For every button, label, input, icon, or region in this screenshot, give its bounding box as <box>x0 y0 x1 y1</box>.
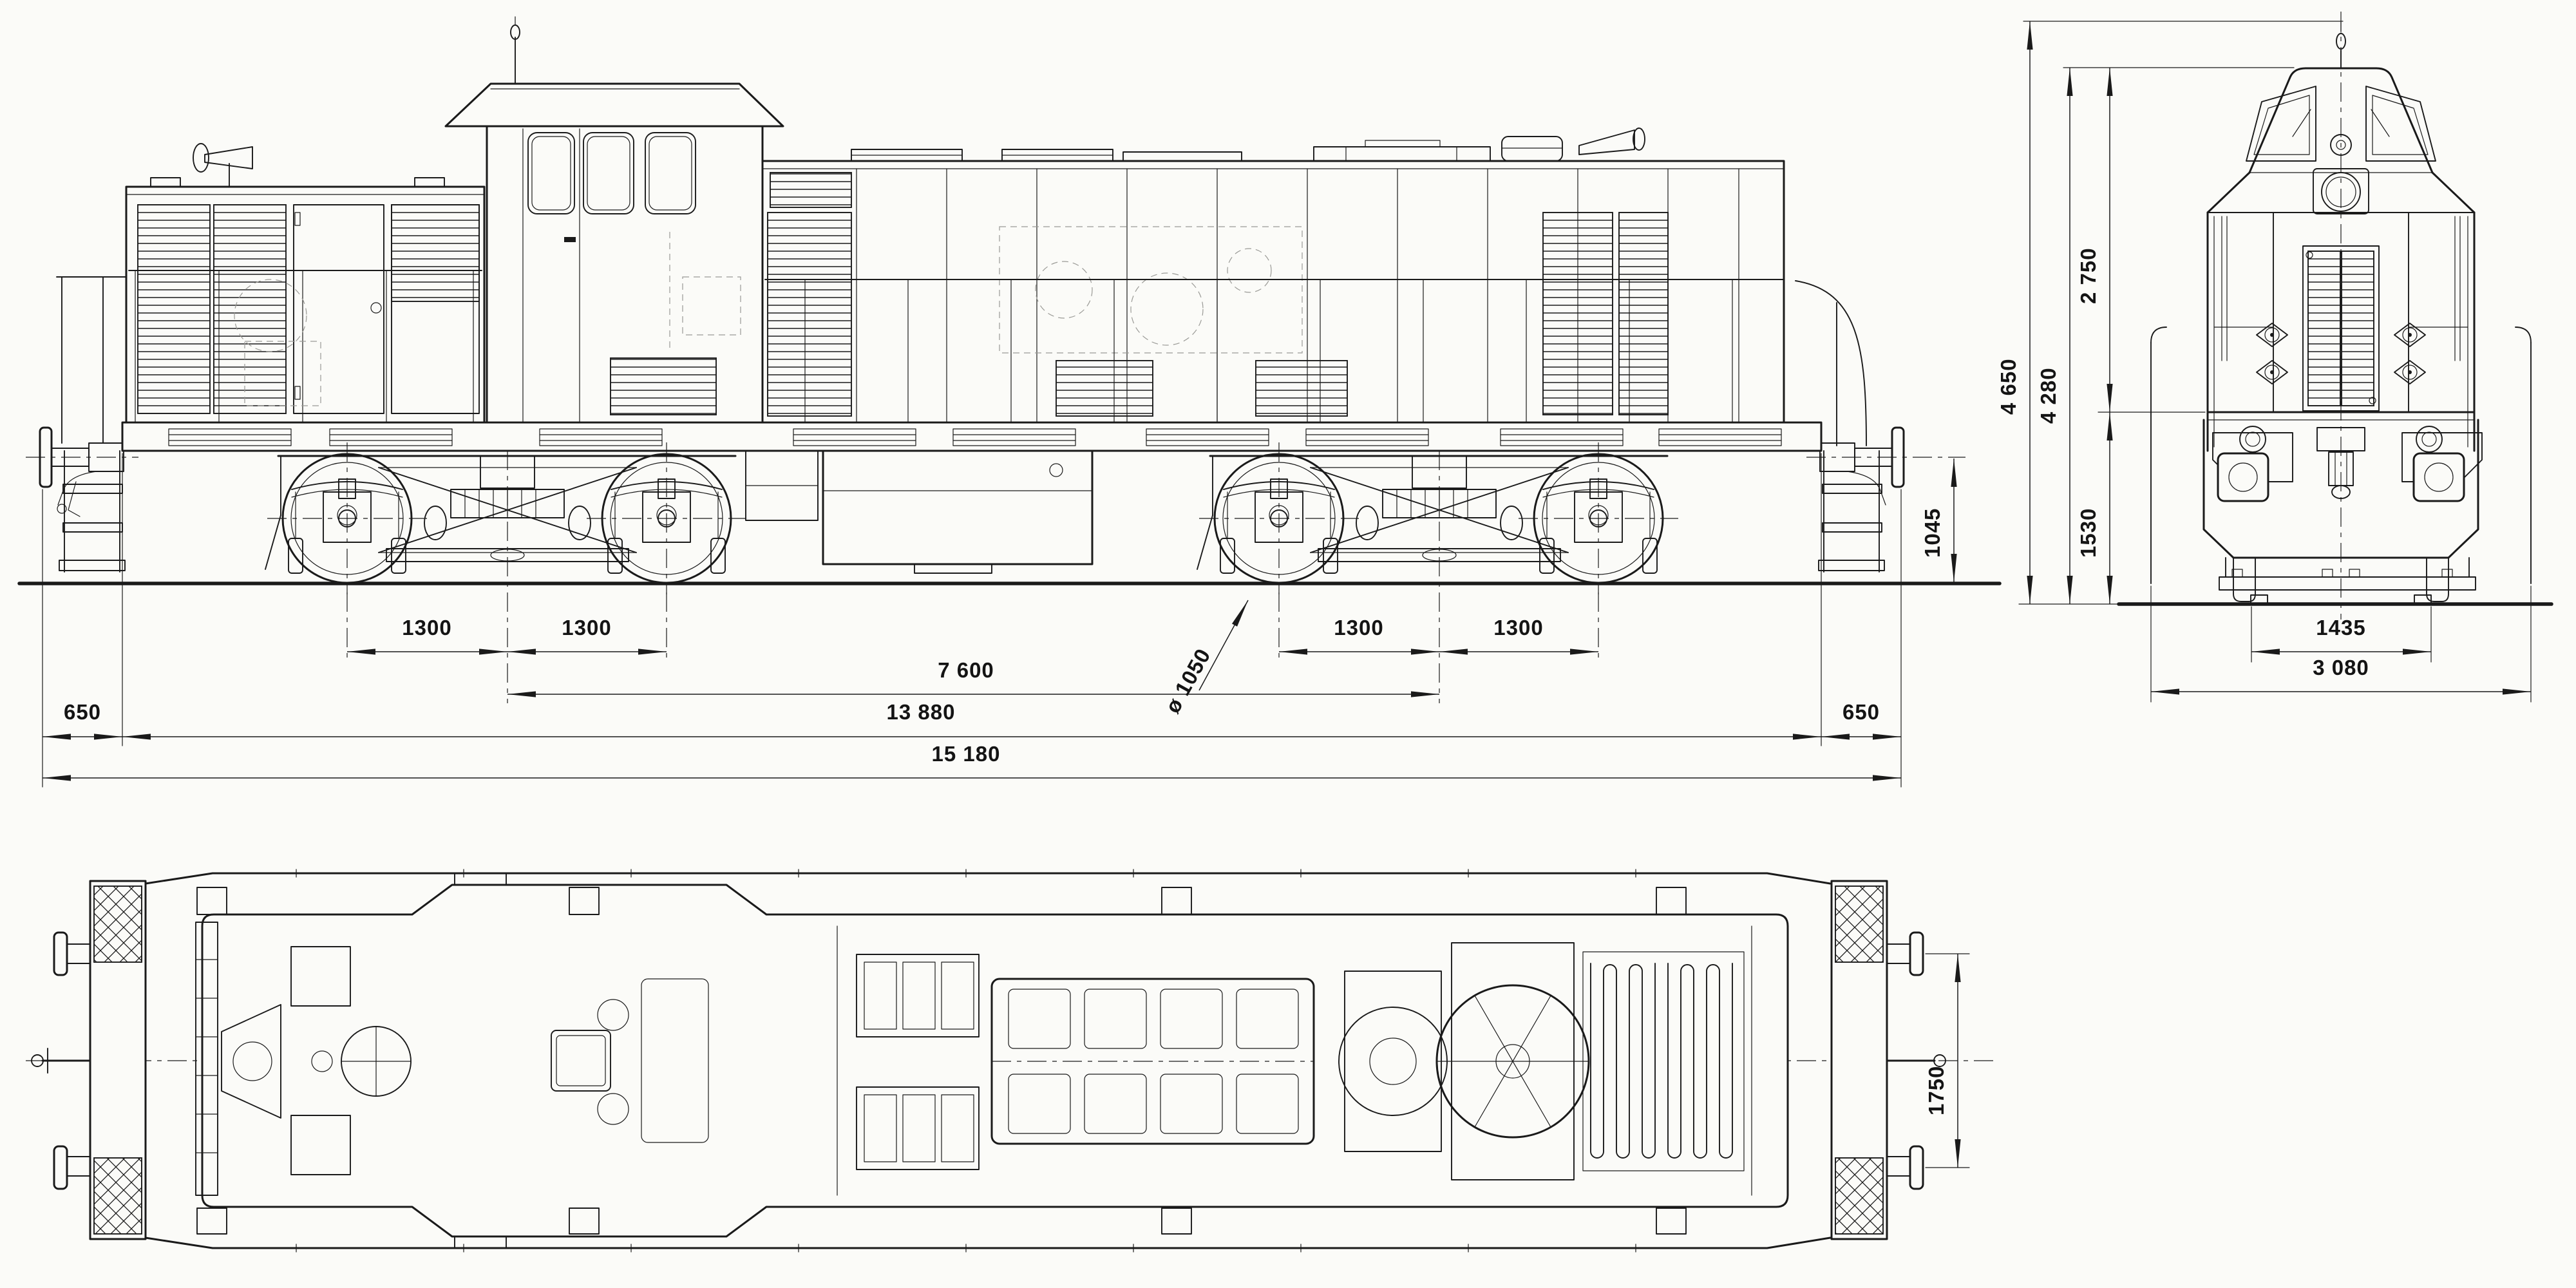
rear-end-steps <box>1795 280 1885 573</box>
rear-horn-icon <box>1578 128 1645 155</box>
front-buffers <box>2217 452 2465 502</box>
plan-engine <box>990 978 1315 1145</box>
antenna <box>510 16 520 84</box>
dim-height-over-antenna: 4 650 <box>1996 358 2020 415</box>
front-hood <box>125 143 486 424</box>
dim-bogie-centers: 7 600 <box>938 658 994 682</box>
marker-lights <box>2256 323 2426 384</box>
dim-axle-spacing-1: 1300 <box>402 616 451 639</box>
fuel-tank <box>822 450 1094 574</box>
dim-buffer-height: 1045 <box>1920 508 1944 558</box>
roof-lamp-icon <box>2330 134 2352 156</box>
plan-rear-beam <box>1830 880 1946 1240</box>
dim-wheel-diameter: ø 1050 <box>1160 644 1215 717</box>
dim-length-over-buffers: 15 180 <box>932 742 1001 766</box>
plan-running-board <box>144 869 1832 1253</box>
front-elevation-view: 4 650 4 280 2 750 1530 1435 3 080 <box>1996 12 2553 703</box>
plan-fan <box>1435 942 1590 1180</box>
battery-box <box>745 450 819 521</box>
dim-front-overhang: 650 <box>64 700 101 724</box>
dim-track-gauge: 1435 <box>2316 616 2365 639</box>
long-hood <box>761 128 1785 424</box>
front-buffer <box>26 426 138 517</box>
radiator-fan-housing <box>1313 140 1491 162</box>
dim-overall-width: 3 080 <box>2313 656 2369 679</box>
plan-front-beam <box>31 880 147 1240</box>
main-frame <box>121 421 1823 452</box>
dim-buffer-centers: 1750 <box>1924 1066 1948 1115</box>
rear-buffer <box>1806 426 1965 506</box>
dim-rear-overhang: 650 <box>1842 700 1880 724</box>
dim-body-above-frame: 2 750 <box>2076 247 2100 304</box>
dim-axle-spacing-4: 1300 <box>1493 616 1543 639</box>
dim-frame-height: 1530 <box>2076 508 2100 558</box>
plan-radiator-coils <box>1582 951 1745 1171</box>
cab <box>444 16 784 424</box>
front-body <box>2150 21 2532 605</box>
side-elevation-view: 1300 1300 1300 1300 7 600 650 13 880 650… <box>17 16 2002 788</box>
horn-icon <box>193 143 253 187</box>
plan-dimensions: 1750 <box>1924 953 1970 1168</box>
plan-view: 1750 <box>26 869 1996 1253</box>
exhaust-silencer <box>1501 136 1563 162</box>
front-dimensions: 4 650 4 280 2 750 1530 1435 3 080 <box>1996 21 2532 703</box>
dim-axle-spacing-2: 1300 <box>562 616 611 639</box>
dim-frame-length: 13 880 <box>887 700 956 724</box>
plan-body <box>195 873 1789 1249</box>
front-end-steps <box>56 276 128 573</box>
dim-height-over-cab: 4 280 <box>2036 367 2060 424</box>
dim-axle-spacing-3: 1300 <box>1334 616 1383 639</box>
